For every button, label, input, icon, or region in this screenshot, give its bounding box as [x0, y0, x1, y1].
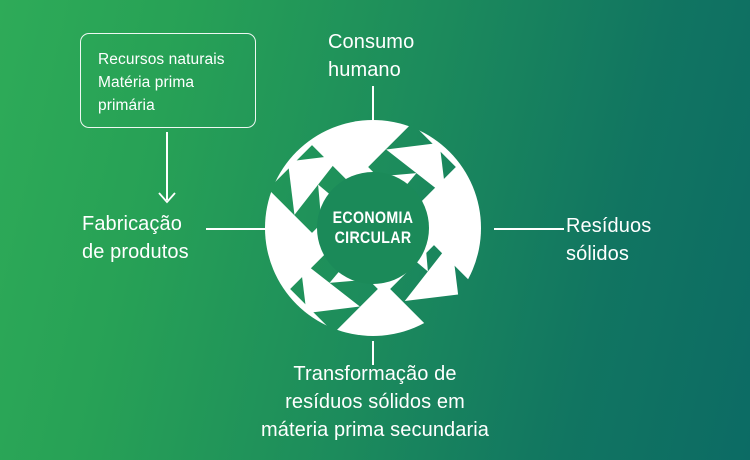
node-consumo-line-1: Consumo	[328, 31, 415, 53]
node-transformacao-residuos: Transformação de resíduos sólidos em mát…	[261, 360, 489, 444]
node-fabricacao-line-2: de produtos	[82, 241, 189, 263]
node-fabricacao-produtos: Fabricação de produtos	[82, 210, 189, 266]
connector-consumo-to-wheel	[372, 86, 374, 120]
node-residuos-line-1: Resíduos	[566, 215, 652, 237]
node-fabricacao-line-1: Fabricação	[82, 213, 182, 235]
node-residuos-solidos: Resíduos sólidos	[566, 212, 651, 268]
connector-fabricacao-to-wheel	[206, 228, 278, 230]
node-transformacao-line-1: Transformação de	[293, 363, 457, 385]
node-transformacao-line-2: resíduos sólidos em	[285, 391, 465, 413]
recycle-arrows-icon	[263, 118, 483, 338]
node-transformacao-line-3: máteria prima secundaria	[260, 419, 490, 441]
connector-wheel-to-transformacao	[372, 341, 374, 365]
node-consumo-line-2: humano	[328, 59, 401, 81]
node-residuos-line-2: sólidos	[566, 243, 629, 265]
connector-box-to-fabricacao	[166, 132, 168, 200]
wheel-hub	[317, 172, 429, 284]
source-materials-box: Recursos naturais Matéria prima primária	[80, 33, 256, 128]
connector-wheel-to-residuos	[494, 228, 564, 230]
source-line-2: Matéria prima	[98, 74, 195, 91]
source-line-1: Recursos naturais	[98, 51, 225, 68]
node-consumo-humano: Consumo humano	[328, 28, 414, 84]
source-line-3: primária	[98, 97, 155, 114]
arrow-down-icon	[158, 192, 176, 204]
